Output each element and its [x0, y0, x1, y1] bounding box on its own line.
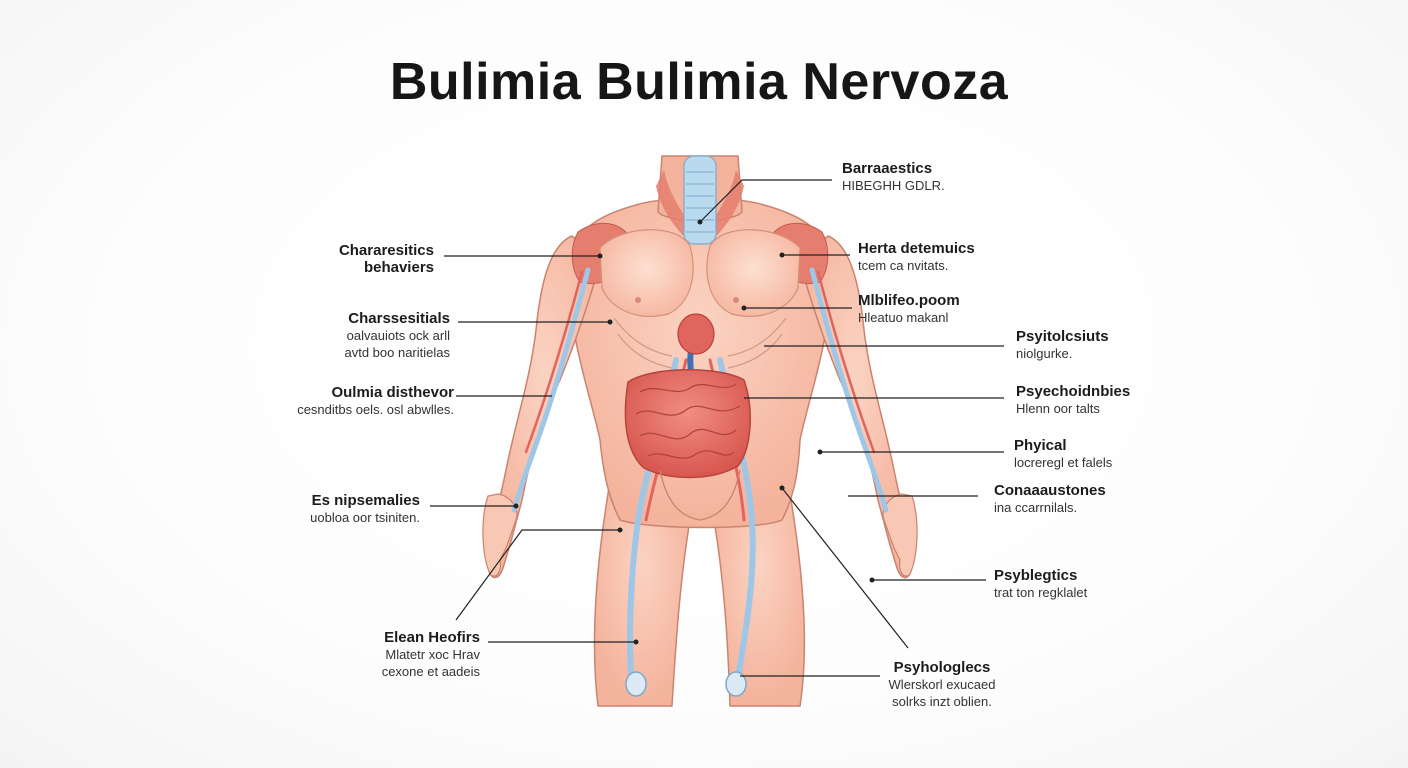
label-r8: Psyblegtics trat ton regklalet — [994, 567, 1087, 601]
label-r8-sub: trat ton regklalet — [994, 585, 1088, 600]
right-hand — [882, 493, 918, 577]
trachea — [683, 155, 717, 245]
label-l4-sub: uobloa oor tsiniten. — [310, 510, 420, 525]
right-pectoral — [706, 229, 801, 317]
label-r3-heading: Mlblifeo.poom — [858, 292, 960, 309]
label-l5-sub1: Mlatetr xoc Hrav — [385, 647, 480, 662]
label-r6: Phyical locreregl et falels — [1014, 437, 1112, 471]
left-arm-vessel-blue — [511, 267, 591, 513]
label-r5-heading: Psyechoidnbies — [1016, 383, 1131, 400]
left-hand — [482, 493, 518, 577]
label-l5-heading: Elean Heofirs — [384, 629, 480, 646]
label-l3-heading: Oulmia disthevor — [331, 384, 454, 401]
label-l1-sub: behaviers — [363, 259, 434, 276]
label-r7: Conaaaustones ina ccarrnilals. — [994, 482, 1106, 516]
label-r4: Psyitolcsiuts niolgurke. — [1016, 328, 1109, 362]
label-r5-sub: Hlenn oor talts — [1016, 401, 1100, 416]
label-r2-sub: tcem ca nvitats. — [858, 258, 949, 273]
label-r5: Psyechoidnbies Hlenn oor talts — [1016, 383, 1130, 417]
label-r3-sub: Hleatuo makanl — [858, 310, 949, 325]
label-r9: Psyhologlecs Wlerskorl exucaed solrks in… — [874, 659, 1010, 710]
label-l3: Oulmia disthevor cesnditbs oels. osl abw… — [270, 384, 454, 418]
label-r3: Mlblifeo.poom Hleatuo makanl — [858, 292, 960, 326]
ribcage — [613, 317, 787, 369]
leader-lines — [430, 179, 1004, 677]
label-l1: Chararesitics behaviers — [300, 242, 434, 276]
label-l2-sub2: avtd boo naritielas — [344, 345, 450, 360]
label-r4-sub: niolgurke. — [1016, 346, 1073, 361]
leader-r9b — [781, 487, 909, 649]
right-leg — [713, 468, 806, 707]
label-r1-sub: HIBEGHH GDLR. — [842, 178, 945, 193]
label-l3-sub: cesnditbs oels. osl abwlles. — [297, 402, 454, 417]
right-arm-vessel-blue — [809, 267, 889, 513]
label-r6-heading: Phyical — [1014, 437, 1067, 454]
right-knee — [725, 671, 747, 697]
label-l1-heading: Chararesitics — [338, 242, 434, 259]
leader-l5a — [455, 529, 620, 621]
label-r1-heading: Barraaestics — [842, 160, 933, 177]
label-r6-sub: locreregl et falels — [1014, 455, 1113, 470]
label-l2-heading: Charssesitials — [348, 310, 450, 327]
label-r2-heading: Herta detemuics — [858, 240, 975, 257]
label-l4: Es nipsemalies uobloa oor tsiniten. — [280, 492, 420, 526]
label-l5-sub2: cexone et aadeis — [381, 664, 480, 679]
leader-r1 — [699, 179, 832, 223]
intestines — [624, 369, 751, 479]
label-r2: Herta detemuics tcem ca nvitats. — [858, 240, 975, 274]
body — [482, 155, 918, 707]
left-arm-vessel-red — [524, 270, 584, 454]
pelvis — [659, 469, 741, 521]
label-r7-heading: Conaaaustones — [994, 482, 1106, 499]
label-l4-heading: Es nipsemalies — [311, 492, 420, 509]
label-r7-sub: ina ccarrnilals. — [994, 500, 1078, 515]
label-r1: Barraaestics HIBEGHH GDLR. — [842, 160, 945, 194]
right-arm-vessel-red — [816, 270, 876, 454]
label-r9-heading: Psyhologlecs — [893, 659, 991, 676]
page-title: Bulimia Bulimia Nervoza — [389, 53, 1009, 111]
leader-dots — [513, 219, 875, 645]
label-l2-sub1: oalvauiots ock arll — [346, 328, 450, 343]
label-r9-sub1: Wlerskorl exucaed — [888, 677, 996, 692]
label-r4-heading: Psyitolcsiuts — [1016, 328, 1109, 345]
left-knee — [625, 671, 647, 697]
label-r8-heading: Psyblegtics — [994, 567, 1078, 584]
label-r9-sub2: solrks inzt oblien. — [892, 694, 992, 709]
heart — [677, 313, 715, 355]
label-l2: Charssesitials oalvauiots ock arll avtd … — [296, 310, 450, 361]
label-l5: Elean Heofirs Mlatetr xoc Hrav cexone et… — [340, 629, 480, 680]
left-pectoral — [599, 229, 694, 317]
